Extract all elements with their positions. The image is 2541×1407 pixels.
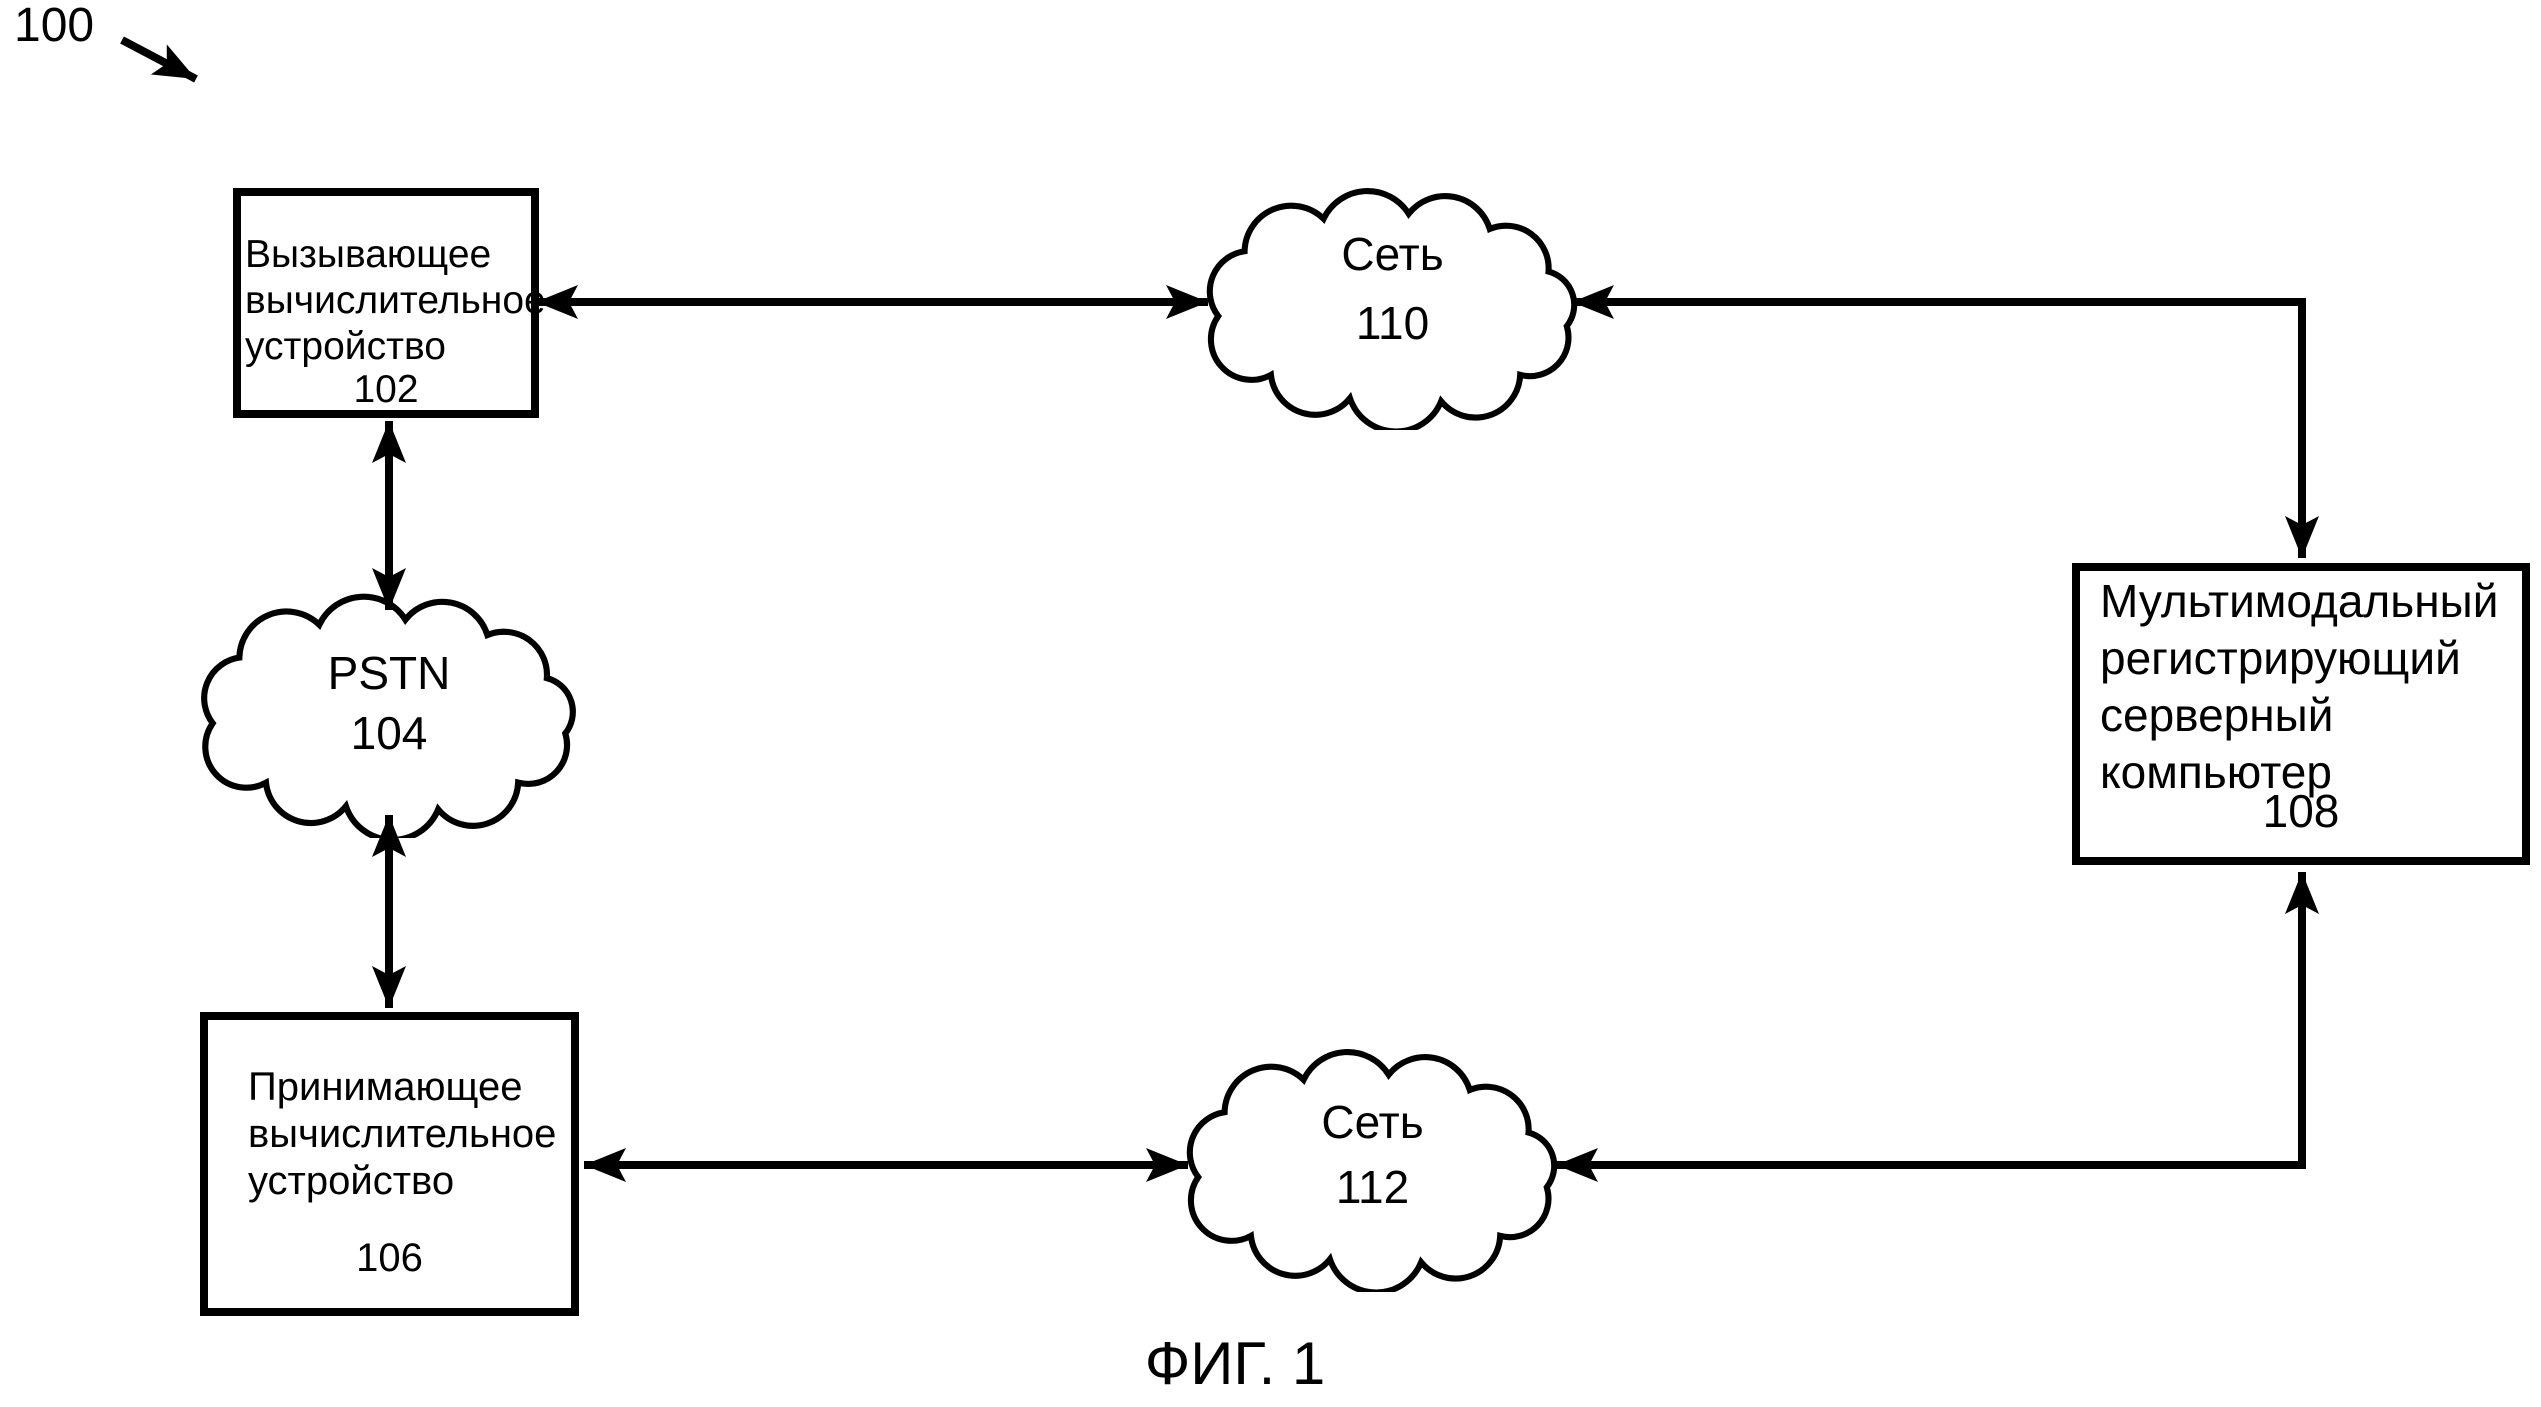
node-network-112: Сеть 112 [1180,1090,1565,1220]
node-calling-device: Вызывающее вычислительное устройство 102 [233,188,546,418]
cloud-name: Сеть [1341,228,1444,280]
node-receiving-device: Принимающее вычислительное устройство 10… [200,1012,579,1316]
node-label-line: устройство [245,325,446,368]
node-label-line: Вызывающее [245,233,492,276]
node-label-line: компьютер [2100,746,2332,798]
cloud-name: PSTN [327,647,451,699]
cloud-name: Сеть [1321,1096,1424,1148]
node-pstn: PSTN 104 [194,643,584,763]
node-label-line: вычислительное [248,1112,557,1156]
node-number: 108 [2262,785,2340,837]
node-label-line: Принимающее [248,1065,523,1109]
node-number: 102 [353,368,419,411]
node-network-110: Сеть 110 [1200,220,1585,358]
node-number: 110 [1355,297,1430,349]
node-server: Мультимодальный регистрирующий серверный… [2072,563,2530,865]
node-label-line: регистрирующий [2100,632,2461,684]
node-label-line: вычислительное [245,279,546,322]
figure-caption: ФИГ. 1 [1144,1330,1326,1397]
node-number: 106 [356,1236,423,1280]
reference-pointer-arrow [120,36,198,83]
node-label-line: Мультимодальный [2100,575,2499,627]
connector-110-108 [1572,285,2319,558]
connector-112-108 [1556,872,2319,1182]
node-label-line: серверный [2100,689,2334,741]
node-label-line: устройство [248,1159,455,1203]
node-number: 104 [350,707,428,759]
figure-reference-label: 100 [14,0,95,52]
node-number: 112 [1335,1161,1410,1213]
